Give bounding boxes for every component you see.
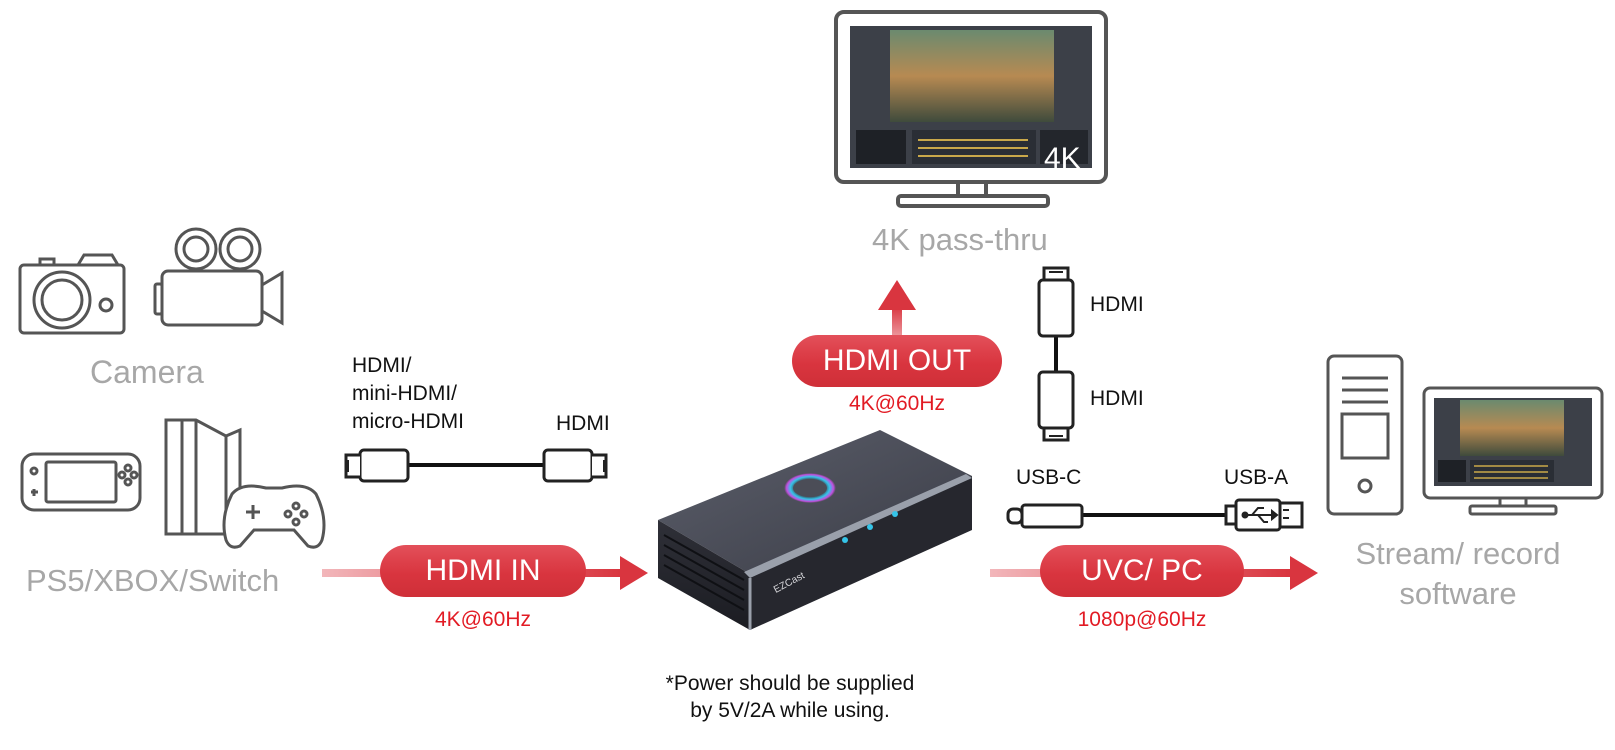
usb-c-label: USB-C [1016, 466, 1082, 489]
console-label: PS5/XBOX/Switch [26, 563, 280, 598]
uvc-pc-badge: UVC/ PC [1040, 545, 1244, 597]
pc-tower-icon [1326, 354, 1404, 516]
camera-label: Camera [90, 354, 204, 390]
photo-camera-icon [18, 253, 126, 335]
power-note: *Power should be supplied by 5V/2A while… [665, 672, 915, 722]
pass-cable-top-label: HDMI [1090, 293, 1144, 316]
pass-cable-bottom-label: HDMI [1090, 387, 1144, 410]
uvc-pc-spec: 1080p@60Hz [1077, 608, 1207, 631]
switch-console-icon [20, 452, 142, 512]
hdmi-input-cable [344, 448, 608, 483]
usb-symbol-icon [1241, 507, 1279, 523]
hdmi-out-arrow [878, 280, 916, 346]
hdmi-out-badge: HDMI OUT [792, 335, 1002, 387]
stream-record-label: Stream/ record software [1355, 536, 1561, 611]
pass-thru-label: 4K pass-thru [872, 222, 1048, 257]
input-device-end-label: HDMI [556, 412, 610, 435]
input-source-end-label: HDMI/ mini-HDMI/ micro-HDMI [352, 354, 464, 433]
video-camera-icon [153, 227, 284, 327]
hdmi-in-spec: 4K@60Hz [434, 608, 532, 631]
pass-thru-monitor-icon [834, 10, 1108, 208]
pc-monitor-icon [1422, 386, 1604, 516]
hdmi-pass-cable [1037, 266, 1075, 442]
usb-a-label: USB-A [1224, 466, 1289, 489]
monitor-4k-badge: 4K [1044, 142, 1081, 175]
gamepad-icon [222, 484, 326, 549]
capture-device [658, 430, 972, 630]
hdmi-in-badge: HDMI IN [380, 545, 586, 597]
hdmi-out-spec: 4K@60Hz [848, 392, 946, 415]
usb-cable [1006, 498, 1304, 532]
